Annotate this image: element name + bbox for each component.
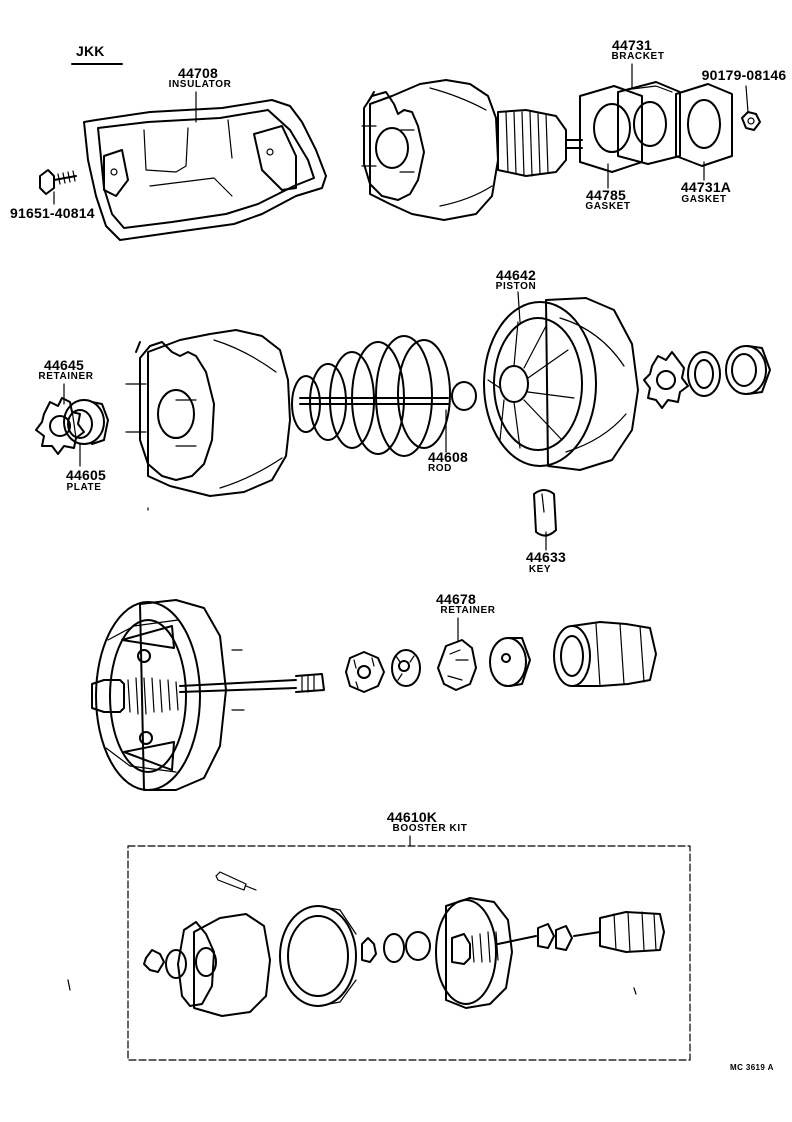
- part-44785-number: 44785: [586, 187, 626, 203]
- part-44678-number: 44678: [436, 591, 476, 607]
- leader-lines: [53, 63, 749, 847]
- retainer-44678-drawing: [437, 639, 477, 691]
- part-44642-number: 44642: [496, 267, 536, 283]
- seal-drawings: [687, 345, 771, 397]
- part-91651-number: 91651-40814: [10, 205, 95, 221]
- kit-contents-drawing: [143, 871, 665, 1017]
- reaction-disc-drawing: [345, 651, 385, 693]
- part-44731a-name: GASKET: [681, 194, 727, 205]
- nut-90179-drawing: [741, 111, 761, 131]
- piston-44642-drawing: [483, 297, 639, 471]
- retainer-44645-drawing: [35, 397, 85, 455]
- part-44608-number: 44608: [428, 449, 468, 465]
- part-44645-number: 44645: [44, 357, 84, 373]
- bracket-44731-drawing: [617, 81, 681, 165]
- part-44731-number: 44731: [612, 37, 652, 53]
- boot-drawing: [553, 621, 657, 687]
- part-44731-name: BRACKET: [611, 51, 665, 62]
- spring-drawing: [291, 335, 451, 457]
- rear-shaft-drawing: [91, 673, 325, 715]
- front-shell-drawing: [125, 329, 291, 497]
- top-booster-assembly: [361, 79, 583, 221]
- part-44731a-number: 44731A: [680, 179, 732, 195]
- part-44633-number: 44633: [526, 549, 566, 565]
- rod-44608-drawing: [299, 381, 477, 411]
- part-44608-name: ROD: [427, 463, 453, 474]
- part-44708-number: 44708: [178, 65, 218, 81]
- header-tag: JKK: [76, 43, 105, 59]
- drawing-reference: MC 3619 A: [730, 1063, 774, 1072]
- gasket-44731a-drawing: [675, 83, 733, 167]
- part-44610k-number: 44610K: [386, 809, 438, 825]
- part-44785-name: GASKET: [585, 201, 631, 212]
- insulator-drawing: [83, 99, 327, 241]
- filter-disc-drawing: [489, 637, 531, 687]
- plate-44605-drawing: [63, 399, 109, 445]
- bolt-91651-drawing: [39, 169, 77, 195]
- part-44610k-name: BOOSTER KIT: [392, 823, 468, 834]
- scan-marks: [67, 507, 637, 995]
- part-44633-name: KEY: [528, 564, 552, 575]
- part-44605-name: PLATE: [66, 482, 102, 493]
- valve-ring-drawing: [391, 649, 421, 687]
- part-44605-number: 44605: [66, 467, 106, 483]
- part-44678-name: RETAINER: [440, 605, 496, 616]
- booster-kit-box: [127, 845, 691, 1061]
- part-90179-number: 90179-08146: [701, 67, 787, 83]
- part-44642-name: PISTON: [495, 281, 537, 292]
- star-washer-drawing: [643, 351, 689, 409]
- key-44633-drawing: [533, 489, 557, 537]
- rear-shell-drawing: [95, 599, 245, 791]
- part-44708-name: INSULATOR: [168, 79, 232, 90]
- part-44645-name: RETAINER: [38, 371, 94, 382]
